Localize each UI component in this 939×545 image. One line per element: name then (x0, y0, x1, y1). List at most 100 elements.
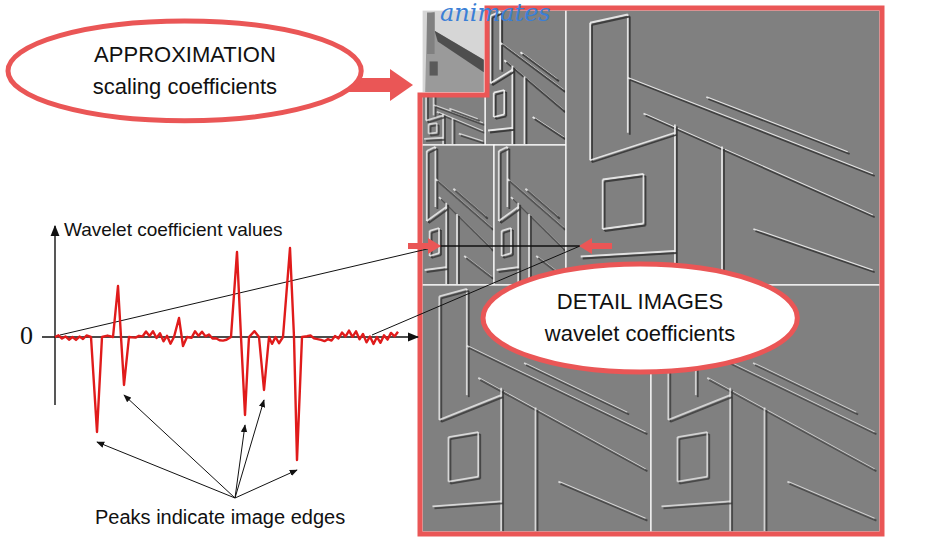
detail-frame (420, 8, 882, 534)
callout-text: APPROXIMATION scaling coefficients (60, 39, 310, 103)
edge-shadow (592, 135, 677, 163)
ellipse-outline (483, 264, 797, 372)
edge-highlight (500, 388, 502, 531)
panel-ground (494, 145, 566, 285)
edge-shadow (709, 380, 876, 471)
edge-shadow (499, 269, 521, 272)
edge-shadow (492, 18, 494, 86)
edge-highlight (436, 123, 438, 132)
detail-image (494, 145, 566, 285)
edge-highlight (721, 147, 723, 285)
edge-shadow (441, 397, 503, 422)
edge-shadow (605, 226, 646, 232)
panel-divider (566, 10, 880, 285)
edge-shadow (451, 111, 479, 121)
edge-shadow (526, 79, 528, 146)
panel-divider (422, 145, 494, 285)
edge-shadow (480, 380, 647, 471)
edge-highlight (438, 296, 440, 420)
detail-image (566, 10, 880, 285)
handwritten-note: animates (440, 0, 551, 26)
edge-highlight (706, 97, 847, 152)
edge-shadow (679, 439, 681, 483)
edge-shadow (455, 191, 487, 219)
edge-shadow (431, 135, 439, 136)
detail-image (422, 93, 485, 145)
edge-highlight (501, 231, 503, 256)
edge-shadow (755, 231, 874, 272)
edge-shadow (731, 390, 733, 532)
edge-shadow (537, 410, 539, 533)
edge-shadow (512, 230, 514, 255)
edge-shadow (723, 149, 725, 286)
edge-highlight (490, 70, 512, 84)
ellipse-callout: DETAIL IMAGES wavelet coefficients (480, 261, 800, 375)
edge-shadow (495, 95, 497, 119)
edge-shadow (591, 25, 593, 163)
edge-shadow (535, 119, 566, 139)
edge-highlight (764, 408, 766, 532)
wavelet-signal (55, 248, 398, 460)
leader-line (97, 442, 235, 498)
edge-shadow (440, 230, 442, 255)
edge-highlight (602, 180, 604, 230)
edge-shadow (466, 258, 493, 279)
edge-highlight (466, 289, 468, 395)
edge-shadow (454, 120, 456, 145)
edge-highlight (429, 133, 437, 134)
edge-highlight (459, 134, 483, 142)
edge-shadow (646, 116, 875, 218)
y-axis (54, 226, 55, 405)
edge-shadow (645, 176, 647, 226)
edge-highlight (590, 133, 675, 161)
ellipse-shape (5, 18, 364, 124)
edge-shadow (583, 253, 677, 259)
panel-divider (422, 93, 485, 145)
edge-shadow (438, 125, 440, 134)
edge-shadow (436, 149, 438, 209)
edge-highlight (558, 482, 645, 519)
edge-shadow (513, 68, 515, 145)
edge-shadow (605, 176, 646, 182)
edge-highlight (644, 114, 873, 216)
edge-shadow (755, 365, 858, 414)
edge-shadow (428, 153, 430, 223)
edge-shadow (501, 209, 520, 223)
edge-shadow (441, 291, 468, 298)
panel-ground (422, 145, 494, 285)
edge-highlight (787, 482, 874, 519)
edge-highlight (674, 125, 676, 285)
edge-shadow (429, 209, 448, 223)
edge-shadow (500, 153, 502, 223)
edge-highlight (627, 15, 629, 133)
edge-shadow (530, 216, 532, 285)
small-red-arrow (408, 238, 441, 254)
ellipse-callout: APPROXIMATION scaling coefficients (5, 18, 364, 124)
edge-shadow (429, 149, 438, 153)
edge-highlight (439, 395, 501, 420)
chimney (427, 12, 435, 54)
edge-shadow (428, 117, 445, 122)
edge-highlight (499, 207, 518, 221)
edge-shadow (670, 397, 732, 422)
panel-divider (494, 145, 566, 285)
edge-highlight (628, 78, 873, 174)
edge-shadow (519, 205, 521, 285)
edge-highlight (589, 23, 591, 161)
edge-shadow (450, 439, 452, 483)
edge-highlight (428, 124, 430, 133)
edge-shadow (432, 255, 441, 258)
edge-shadow (434, 503, 503, 508)
edge-highlight (448, 437, 450, 481)
edge-highlight (425, 95, 427, 121)
edge-shadow (450, 479, 480, 484)
leader-line (124, 395, 235, 498)
axis-zero: 0 (20, 322, 33, 351)
edge-highlight (753, 363, 856, 412)
edge-shadow (629, 17, 631, 135)
edge-highlight (429, 123, 437, 124)
leader-line (235, 425, 245, 498)
edge-shadow (447, 205, 449, 285)
